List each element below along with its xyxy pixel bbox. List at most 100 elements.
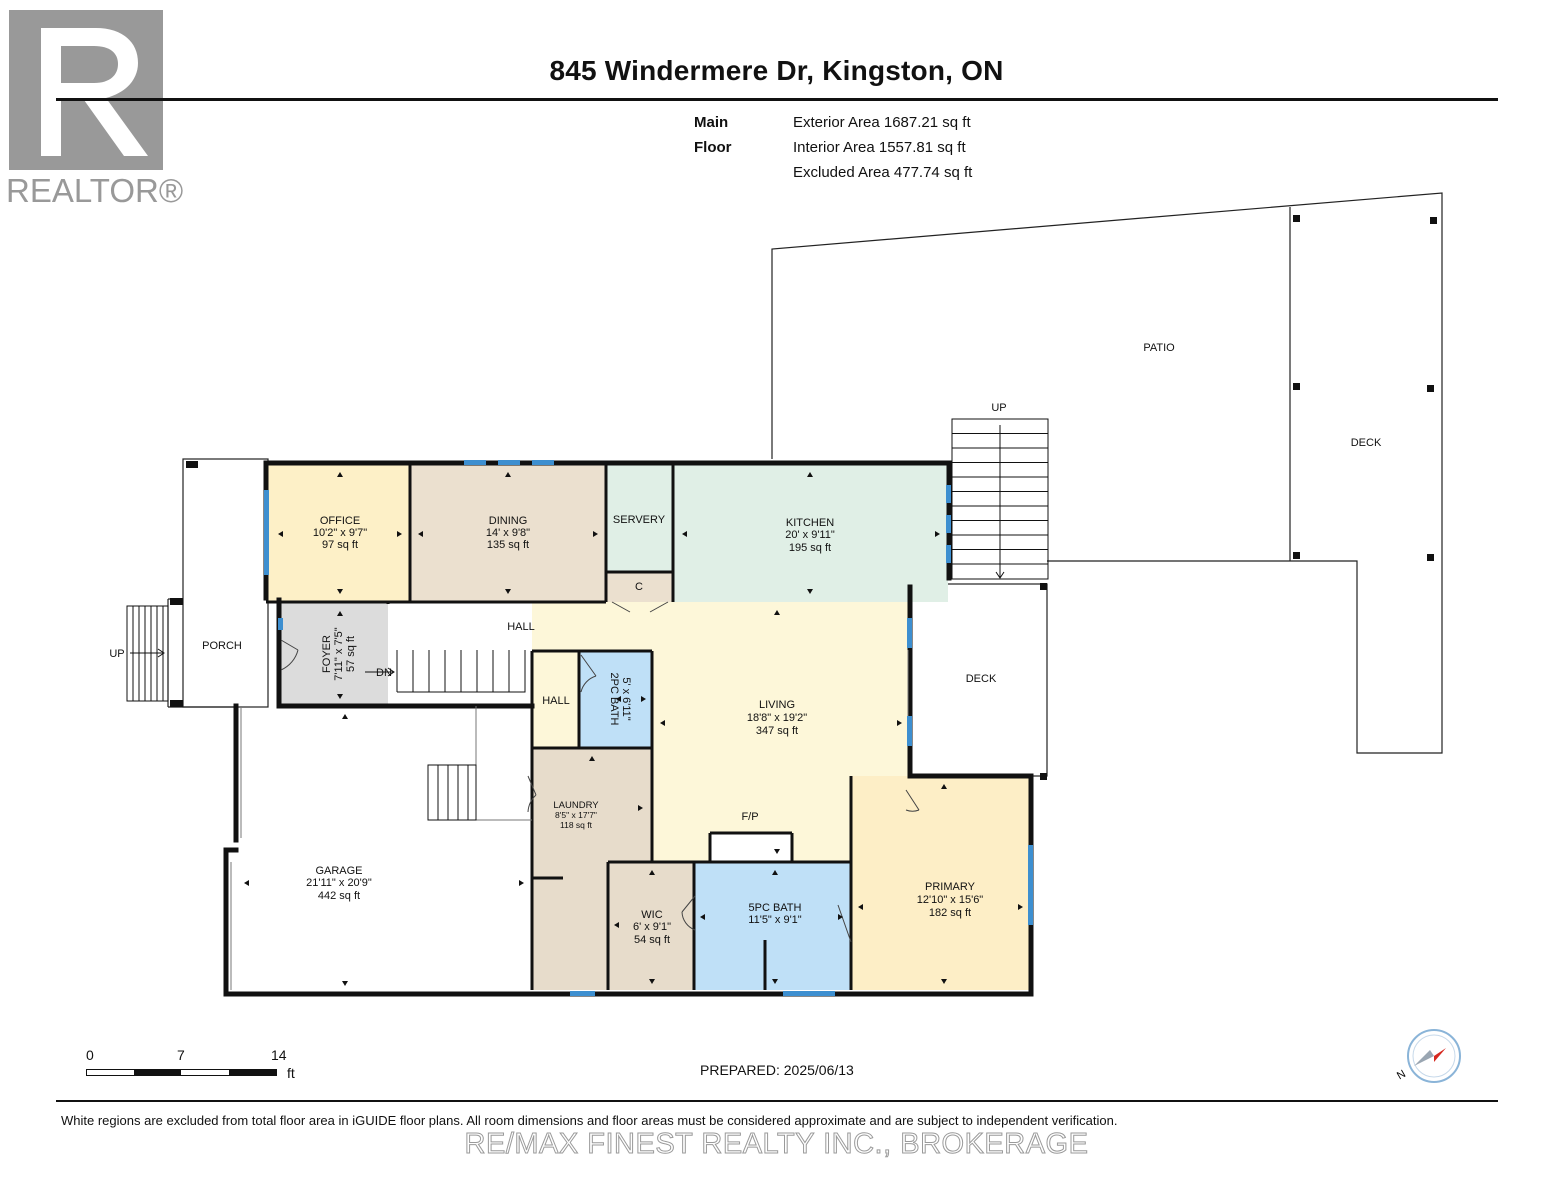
scale-tick-7: 7 — [177, 1047, 185, 1063]
door-laundry — [527, 775, 537, 813]
stairs-up-porch: UP — [109, 648, 124, 660]
primary-fill — [851, 776, 1031, 990]
window — [907, 716, 912, 746]
door-bath2 — [580, 654, 597, 693]
wic-dims: 6' x 9'1" — [633, 921, 671, 933]
porch-post — [186, 461, 198, 468]
dimension-arrow — [941, 979, 947, 984]
door-bath5 — [837, 904, 852, 943]
dimension-arrow — [774, 849, 780, 854]
office-dims: 10'2" x 9'7" — [313, 527, 367, 539]
window — [532, 460, 554, 465]
dimension-arrow — [838, 914, 843, 920]
stairs-down-label: DN — [376, 667, 392, 679]
porch-post — [170, 598, 183, 605]
kitchen-fill — [673, 465, 948, 602]
north-compass-icon: N — [1396, 1029, 1461, 1083]
window — [464, 460, 486, 465]
dimension-arrow — [342, 714, 348, 719]
garage-name: GARAGE — [315, 865, 362, 877]
bath2-fill — [579, 651, 652, 748]
dimension-arrow — [807, 589, 813, 594]
dimension-arrow — [614, 922, 619, 928]
dimension-arrow — [337, 694, 343, 699]
window — [946, 545, 951, 563]
dimension-arrow — [589, 756, 595, 761]
office-name: OFFICE — [320, 515, 360, 527]
arrow-dn — [365, 667, 395, 677]
scale-tick-14: 14 — [271, 1047, 287, 1063]
window — [498, 460, 520, 465]
scale-bar-graphic — [86, 1069, 277, 1076]
window — [570, 991, 595, 996]
laundry-name: LAUNDRY — [553, 800, 599, 811]
logo-r-mark — [41, 28, 148, 156]
bath2-dims: 5' x 6'11" — [620, 677, 632, 720]
stairs-porch — [126, 605, 169, 702]
dimension-arrow — [638, 805, 643, 811]
dimension-arrow — [774, 610, 780, 615]
stairs-down — [397, 666, 526, 693]
wic-name: WIC — [641, 909, 662, 921]
header-rule — [56, 98, 1498, 101]
door-closet — [611, 601, 669, 613]
wic-area: 54 sq ft — [634, 934, 670, 946]
page-title: 845 Windermere Dr, Kingston, ON — [549, 55, 1004, 86]
dimension-arrow — [941, 784, 947, 789]
deck-post — [1293, 383, 1300, 390]
compass-n: N — [1396, 1068, 1408, 1082]
dining-dims: 14' x 9'8" — [486, 527, 530, 539]
dimension-arrow — [342, 981, 348, 986]
dimension-arrow — [418, 531, 423, 537]
bath5-dims: 11'5" x 9'1" — [748, 914, 801, 926]
porch-outline — [182, 458, 269, 708]
dining-area: 135 sq ft — [487, 539, 529, 551]
bath5-name: 5PC BATH — [749, 902, 802, 914]
dimension-arrow — [505, 472, 511, 477]
realtor-logo: REALTOR® — [6, 10, 183, 208]
interior-area: Interior Area 1557.81 sq ft — [793, 139, 966, 156]
porch-name: PORCH — [202, 640, 242, 652]
foyer-area: 57 sq ft — [345, 636, 357, 672]
dining-fill — [410, 465, 606, 602]
dimension-arrow — [935, 531, 940, 537]
stairs-up-deck: UP — [991, 402, 1006, 414]
primary-area: 182 sq ft — [929, 907, 971, 919]
dimension-arrow — [1018, 904, 1023, 910]
dimension-arrow — [616, 696, 621, 702]
living-fill — [388, 602, 910, 862]
dimension-arrow — [593, 531, 598, 537]
dimension-arrow — [337, 589, 343, 594]
floor-label: Main Floor — [694, 114, 732, 156]
deck-post — [1293, 215, 1300, 222]
dimension-arrow — [244, 880, 249, 886]
scale-tick-0: 0 — [86, 1047, 94, 1063]
kitchen-name: KITCHEN — [786, 517, 834, 529]
prepared-date: PREPARED: 2025/06/13 — [700, 1062, 854, 1078]
laundry-area: 118 sq ft — [560, 820, 593, 830]
dimension-arrow — [660, 720, 665, 726]
exterior-wall-west — [276, 597, 535, 709]
patio-outline — [771, 192, 1443, 754]
stairs-deck — [951, 418, 1049, 580]
foyer-name: FOYER — [321, 635, 333, 673]
dimension-arrow — [337, 611, 343, 616]
dimension-arrow — [772, 979, 778, 984]
living-name: LIVING — [759, 699, 795, 711]
closet-fill — [606, 572, 673, 602]
footer-rule — [56, 1100, 1498, 1102]
disclaimer: White regions are excluded from total fl… — [61, 1113, 1118, 1128]
dimension-arrow — [807, 472, 813, 477]
dimension-arrow — [772, 870, 778, 875]
servery-name: SERVERY — [613, 514, 666, 526]
living-area: 347 sq ft — [756, 725, 798, 737]
exterior-area: Exterior Area 1687.21 sq ft — [793, 114, 971, 131]
deck-post — [1427, 385, 1434, 392]
garage-dims: 21'11" x 20'9" — [306, 877, 372, 889]
excluded-area: Excluded Area 477.74 sq ft — [793, 164, 973, 181]
window — [783, 991, 835, 996]
patio-name: PATIO — [1143, 342, 1175, 354]
arrow-up-porch — [130, 648, 165, 658]
